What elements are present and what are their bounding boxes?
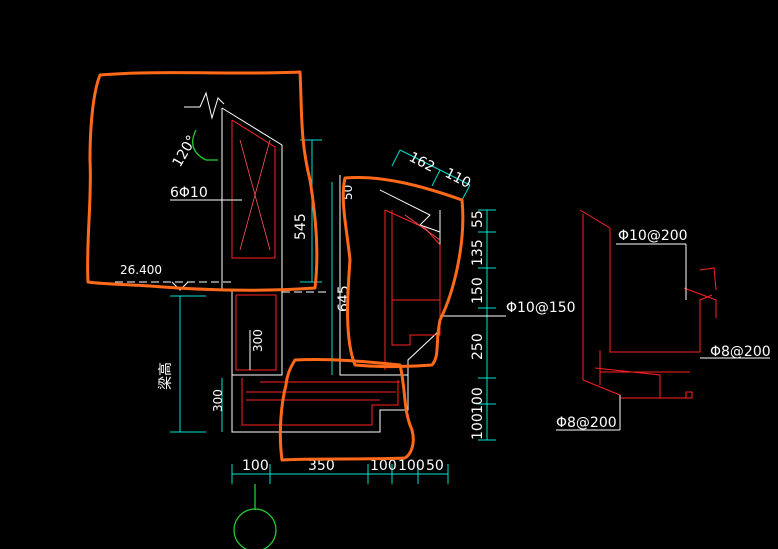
dim-300-left-label: 300 [211,389,225,412]
dim-545 [300,139,322,283]
bar-6phi10-label: 6Φ10 [170,185,208,201]
bottom-350-label: 350 [308,458,335,474]
bottom-100b-label: 100 [398,458,425,474]
dim-chain-bottom [231,464,449,484]
rebar-phi10-200-label: Φ10@200 [618,228,688,244]
dim-545-label: 545 [293,213,309,240]
rebar-phi8-200-right-label: Φ8@200 [710,344,771,360]
markup-outline-right [341,175,465,369]
beam-body [231,210,441,433]
dim-chain-right [478,209,496,441]
upturn-section [339,175,441,376]
dim-100-a-label: 100 [470,387,486,414]
bottom-50-label: 50 [426,458,444,474]
hand-markup [86,70,465,462]
dim-100-b-label: 100 [470,413,486,440]
rebar-phi8-200-bottom-label: Φ8@200 [556,415,617,431]
parapet-section [115,91,330,376]
dim-beam-height [170,295,206,433]
bottom-100a-label: 100 [370,458,397,474]
markup-outline-left [86,70,319,292]
dim-150-label: 150 [470,277,486,304]
markup-outline-bottom [278,357,415,462]
dim-135-label: 135 [470,239,486,266]
beam-height-label: 梁高 [157,362,174,390]
dim-162-label: 162 [406,149,437,175]
dim-55-label: 55 [470,210,486,228]
rebar-phi10-150-label: Φ10@150 [506,300,576,316]
dim-300-inner-label: 300 [251,329,265,352]
grid-axis-circle [233,508,277,549]
dim-inclined [391,149,471,201]
dim-250-label: 250 [470,333,486,360]
bottom-100-label: 100 [242,458,269,474]
elevation-label: 26.400 [120,263,162,277]
